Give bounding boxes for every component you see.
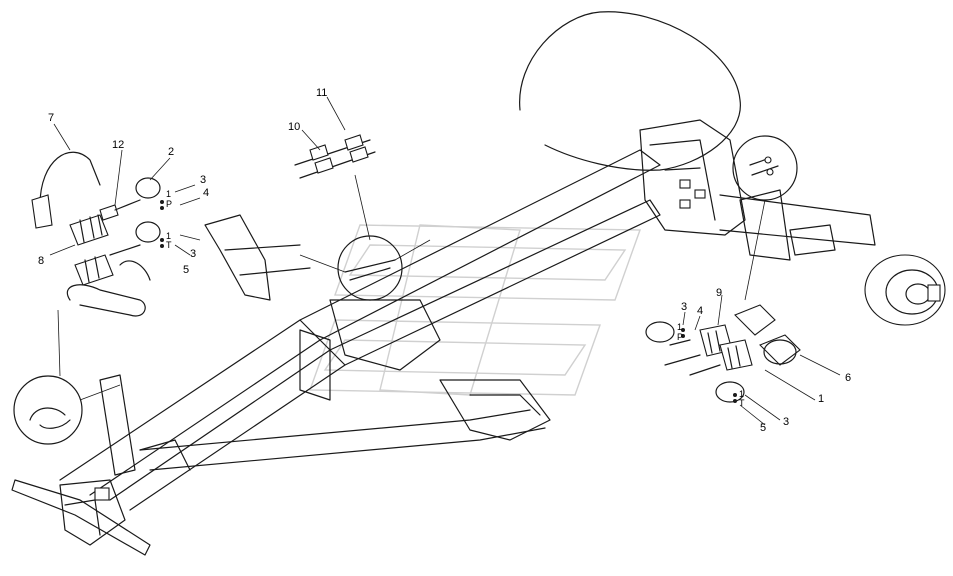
callout-7: 7 (48, 112, 54, 124)
center-detail-circle (299, 174, 431, 301)
callout-labels: 7 12 2 3 4 3 5 8 10 11 3 4 9 6 1 3 5 (38, 87, 851, 434)
front-axle (11, 374, 191, 556)
mini-label-p-right: P (677, 332, 683, 342)
watermark-logo (309, 224, 641, 396)
rear-axle (639, 119, 946, 326)
callout-5-right: 5 (760, 422, 766, 434)
callout-3-right-bottom: 3 (783, 416, 789, 428)
mini-label-1-left-top: 1 (166, 189, 171, 199)
callout-3-right-top: 3 (681, 301, 687, 313)
right-coupler-parts (645, 304, 801, 403)
mini-label-p-left: P (166, 199, 172, 209)
callout-11: 11 (316, 87, 327, 99)
left-coupler-parts (31, 151, 164, 317)
mini-label-t-left: T (166, 240, 172, 250)
right-detail-circle (732, 135, 798, 301)
callout-1: 1 (818, 393, 824, 405)
mini-label-1-left-bottom: 1 (166, 231, 171, 241)
wheel-outline (519, 11, 741, 171)
callout-8: 8 (38, 255, 44, 267)
left-detail-circle (13, 309, 121, 445)
leader-lines (49, 96, 841, 426)
mini-label-1-right-bottom: 1 (739, 389, 744, 399)
callout-10: 10 (288, 121, 300, 133)
mini-labels: 1 P 1 T 1 P 1 T (166, 189, 745, 408)
callout-9: 9 (716, 287, 722, 299)
frame (59, 149, 661, 511)
mini-label-t-right: T (739, 398, 745, 408)
callout-12: 12 (112, 139, 124, 151)
callout-5-left: 5 (183, 264, 189, 276)
mini-label-1-right-top: 1 (677, 322, 682, 332)
hose-parts (294, 134, 376, 179)
callout-2: 2 (168, 146, 174, 158)
callout-6: 6 (845, 372, 851, 384)
callout-4-left: 4 (203, 187, 209, 199)
callout-3-left-bottom: 3 (190, 248, 196, 260)
callout-4-right: 4 (697, 305, 703, 317)
callout-3-left-top: 3 (200, 174, 206, 186)
